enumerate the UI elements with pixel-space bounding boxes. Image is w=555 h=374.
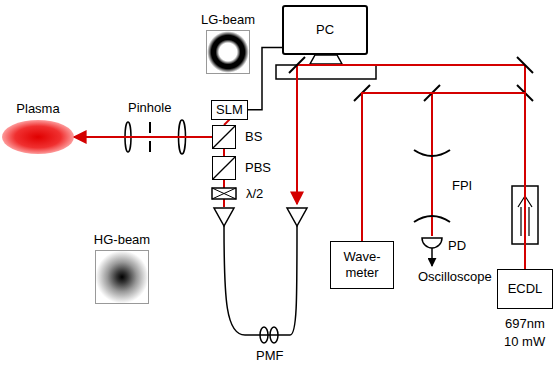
photodiode <box>422 238 442 248</box>
signal-cable <box>248 48 282 110</box>
plasma-plume: Plasma <box>2 120 74 154</box>
laser-beam <box>223 149 225 156</box>
slm-box: SLM <box>211 100 248 120</box>
fiber-coupler <box>287 208 307 226</box>
laser-beam <box>74 136 212 138</box>
wavemeter-label: Wave- meter <box>337 249 387 280</box>
component-label: FPI <box>452 178 472 194</box>
fpi-mirror <box>414 150 450 156</box>
component-label: BS <box>245 129 262 145</box>
splitter-diagonal <box>213 157 235 179</box>
half-wave-plate <box>212 188 236 199</box>
laser-beams <box>224 65 525 236</box>
spec-label: 10 mW <box>504 334 545 350</box>
beam-splitter: BS <box>212 125 236 149</box>
ecdl-laser: ECDL <box>497 269 553 309</box>
spec-label: 697nm <box>505 316 545 332</box>
hg-beam-profile: HG-beam <box>95 250 149 304</box>
pc-monitor: PC <box>282 5 368 55</box>
mirrors <box>289 57 533 101</box>
pc-label: PC <box>316 22 334 38</box>
fiber-loop <box>260 327 268 343</box>
slm-label: SLM <box>216 102 243 118</box>
beam-label: HG-beam <box>94 232 150 248</box>
fiber-loop <box>270 327 278 343</box>
component-label: Pinhole <box>128 100 171 116</box>
half-wave-plate <box>212 188 236 199</box>
lg-beam-profile: LG-beam <box>206 30 250 74</box>
beam-label: LG-beam <box>201 12 255 28</box>
splitter-diagonal <box>213 126 235 148</box>
fiber-coupler <box>214 208 234 226</box>
instrument-label: Oscilloscope <box>418 269 492 285</box>
plasma-label: Plasma <box>16 101 59 117</box>
component-label: λ/2 <box>246 186 263 202</box>
fpi-mirror <box>414 216 450 222</box>
component-label: PD <box>448 238 466 254</box>
signal-arrow <box>431 248 433 266</box>
fiber-label: PMF <box>256 348 283 364</box>
monitor-stand <box>310 55 342 64</box>
laser-label: ECDL <box>508 281 543 297</box>
polarizing-beam-splitter: PBS <box>212 156 236 180</box>
wavemeter-box: Wave- meter <box>330 241 394 289</box>
component-label: PBS <box>245 160 271 176</box>
fiber <box>224 226 297 335</box>
